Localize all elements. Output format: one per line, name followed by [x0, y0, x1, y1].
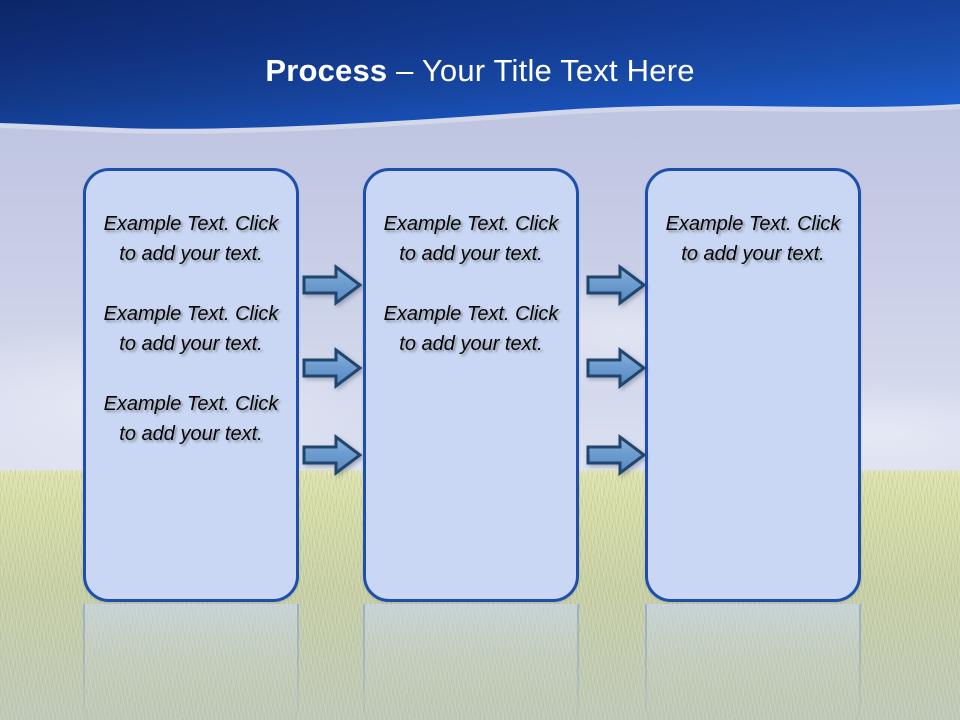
box-reflection-3 [645, 604, 861, 720]
process-box-2-content: Example Text. Click to add your text. Ex… [376, 209, 566, 359]
title-strong-part: Process [265, 53, 388, 88]
slide-title: Process – Your Title Text Here [0, 52, 960, 90]
process-box-2[interactable]: Example Text. Click to add your text. Ex… [363, 168, 579, 602]
process-box-1[interactable]: Example Text. Click to add your text. Ex… [83, 168, 299, 602]
process-box-1-paragraph-2[interactable]: Example Text. Click to add your text. [103, 303, 279, 355]
process-box-1-content: Example Text. Click to add your text. Ex… [96, 209, 286, 449]
process-box-2-paragraph-1[interactable]: Example Text. Click to add your text. [383, 213, 559, 265]
process-box-3[interactable]: Example Text. Click to add your text. [645, 168, 861, 602]
process-box-2-paragraph-2[interactable]: Example Text. Click to add your text. [383, 303, 559, 355]
right-arrow-icon-1-3[interactable] [302, 434, 362, 476]
right-arrow-icon-2-1[interactable] [586, 264, 646, 306]
process-box-1-paragraph-3[interactable]: Example Text. Click to add your text. [103, 393, 279, 445]
process-box-1-paragraph-1[interactable]: Example Text. Click to add your text. [103, 213, 279, 265]
box-reflection-1 [83, 604, 299, 720]
header-banner [0, 0, 960, 140]
right-arrow-icon-1-1[interactable] [302, 264, 362, 306]
right-arrow-icon-2-2[interactable] [586, 347, 646, 389]
right-arrow-icon-1-2[interactable] [302, 347, 362, 389]
process-box-3-content: Example Text. Click to add your text. [658, 209, 848, 269]
box-reflection-2 [363, 604, 579, 720]
title-rest-part: – Your Title Text Here [387, 53, 695, 88]
process-box-3-paragraph-1[interactable]: Example Text. Click to add your text. [665, 213, 841, 265]
right-arrow-icon-2-3[interactable] [586, 434, 646, 476]
